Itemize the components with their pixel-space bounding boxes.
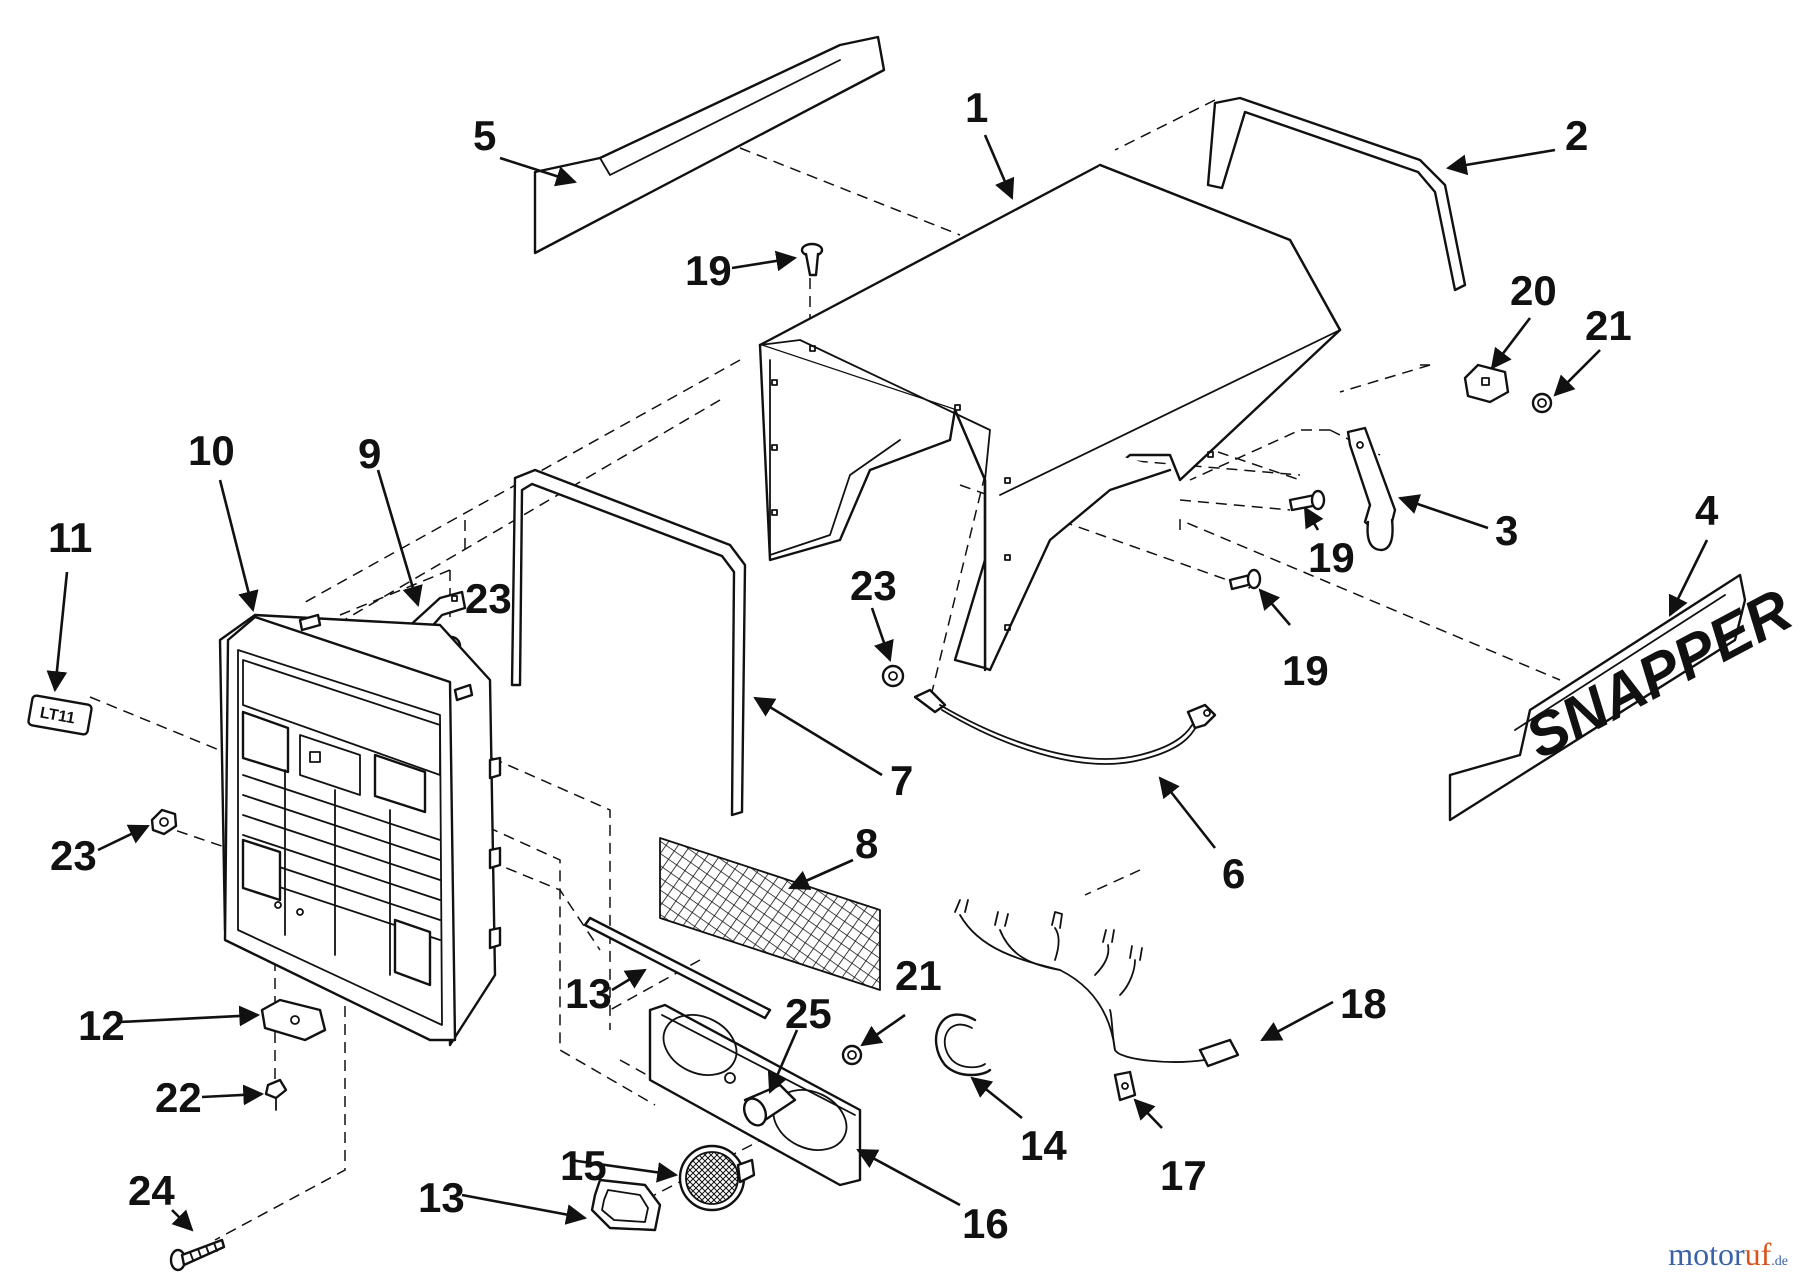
part-13-seal-strip [583,916,772,1020]
part-11-lt11-badge: LT11 [27,694,93,736]
part-12-hinge-plate [260,998,327,1042]
lt11-badge-text: LT11 [39,705,77,728]
callout-4: 4 [1695,487,1719,534]
part-15-headlamp [678,1144,756,1212]
part-21-nut-front [841,1044,863,1066]
part-3-latch-strap [1346,426,1397,552]
part-19-bolt-right [1288,489,1326,512]
callout-19-top: 19 [685,247,732,294]
part-17-terminal-clip [1113,1070,1137,1102]
part-19-bolt-lower [1228,568,1262,591]
part-23-nut-cable [881,664,905,688]
part-14-snap-ring [934,1013,992,1077]
part-22-bolt [264,1078,288,1111]
part-20-clip-nut [1463,363,1510,404]
watermark-logo: motoruf.de [1668,1236,1788,1273]
callout-25: 25 [785,990,832,1037]
callout-23-bracket: 23 [465,575,512,622]
callout-19-right: 19 [1308,534,1355,581]
callout-13-seal: 13 [565,970,612,1017]
callout-16: 16 [962,1200,1009,1247]
callout-3: 3 [1495,507,1518,554]
callout-8: 8 [855,820,878,867]
snapper-logo: SNAPPER [1515,576,1800,771]
part-2-hood-rod [1206,96,1467,292]
part-18-wiring-harness [954,899,1240,1068]
callout-12: 12 [78,1002,125,1049]
callout-19-lower: 19 [1282,647,1329,694]
part-19-bolt-top [800,242,824,277]
callout-6: 6 [1222,850,1245,897]
callout-24: 24 [128,1167,175,1214]
callout-23-grille: 23 [50,832,97,879]
part-7-front-rod [510,468,747,817]
callout-9: 9 [358,430,381,477]
callout-5: 5 [473,112,496,159]
callout-15: 15 [560,1142,607,1189]
callout-21-front: 21 [895,952,942,999]
part-23-nut-grille [150,808,178,836]
part-5-trim-strip [533,35,886,255]
part-10-grille [218,613,502,1047]
part-1-hood [758,163,1342,672]
callout-21-rear: 21 [1585,302,1632,349]
callout-14: 14 [1020,1122,1067,1169]
callout-18: 18 [1340,980,1387,1027]
callout-10: 10 [188,427,235,474]
part-24-long-bolt [169,1238,226,1272]
part-6-ground-cable [913,688,1217,765]
part-8-screen-mesh [659,837,881,991]
callout-13-bezel: 13 [418,1174,465,1221]
snapper-logo-text: SNAPPER [1515,576,1800,771]
callout-1: 1 [965,84,988,131]
callout-7: 7 [890,757,913,804]
callout-20: 20 [1510,267,1557,314]
watermark-part-c: .de [1771,1254,1788,1269]
watermark-part-b: uf [1744,1236,1772,1272]
callout-labels: 1 2 3 4 5 6 7 8 9 10 11 12 13 13 14 15 1… [48,84,1719,1247]
callout-2: 2 [1565,112,1588,159]
part-13-bezel-ring [590,1178,662,1232]
callout-23-cable: 23 [850,562,897,609]
callout-17: 17 [1160,1152,1207,1199]
watermark-part-a: motor [1668,1236,1745,1272]
callout-22: 22 [155,1074,202,1121]
callout-arrows [46,134,1709,1232]
callout-11: 11 [48,514,92,561]
part-21-nut-rear [1531,392,1553,414]
part-4-snapper-decal: SNAPPER [1448,573,1800,822]
